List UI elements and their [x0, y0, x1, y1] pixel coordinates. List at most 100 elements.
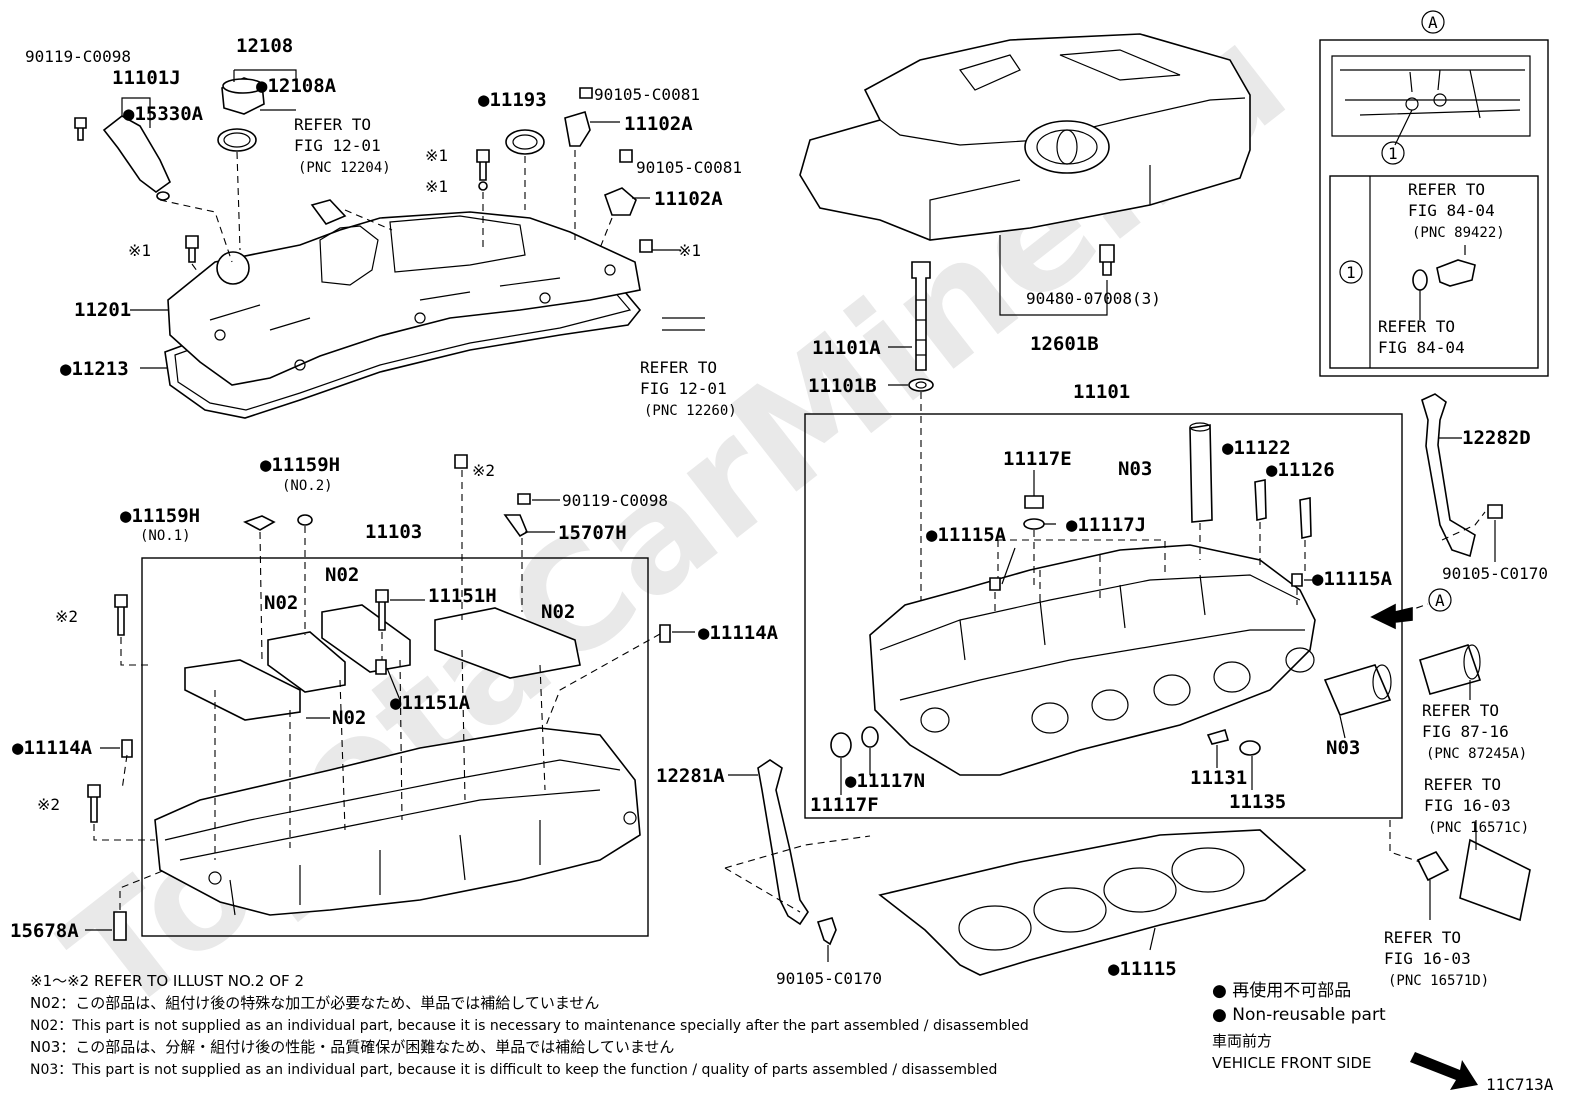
label-no1-tag: (NO.1): [140, 528, 191, 544]
label-11102A-b: 11102A: [654, 188, 723, 210]
reference-labels: REFER TO FIG 12-01 (PNC 12204) REFER TO …: [294, 115, 1529, 989]
ref-fig16-03-a-l3: (PNC 16571C): [1428, 820, 1529, 836]
part-labels: 90119-C0098 11101J ●15330A 12108 ●12108A…: [10, 13, 1554, 1094]
label-12601B: 12601B: [1030, 333, 1099, 355]
label-15678A: 15678A: [10, 920, 79, 942]
label-11103: 11103: [365, 521, 422, 543]
ref-fig84-04-a-l3: (PNC 89422): [1412, 225, 1505, 241]
ref-fig16-03-b-l2: FIG 16-03: [1384, 949, 1471, 968]
label-90119-c0098-top: 90119-C0098: [25, 47, 131, 66]
note-line-3: N02：This part is not supplied as an indi…: [30, 1018, 1029, 1034]
bolt-90105-c0081-a: [579, 87, 593, 99]
label-11114A-l: ●11114A: [12, 737, 93, 759]
legend: ● 再使用不可部品 ● Non-reusable part 車両前方 VEHIC…: [1212, 980, 1386, 1072]
label-90119-c0098-mid: 90119-C0098: [562, 491, 668, 510]
figure-code: 11C713A: [1486, 1075, 1554, 1094]
note-line-4: N03：この部品は、分解・組付け後の性能・品質確保が困難なため、単品では補給して…: [30, 1038, 674, 1056]
gasket-11117J: [1023, 518, 1045, 530]
toyota-emblem: [1024, 120, 1110, 174]
label-90105-c0081-b: 90105-C0081: [636, 158, 742, 177]
label-15330A: ●15330A: [123, 103, 204, 125]
ring-11135: [1239, 740, 1261, 756]
plug-11117F: [830, 732, 852, 758]
label-n03-a: N03: [1118, 458, 1152, 480]
bracket-15707H: [503, 514, 529, 538]
tube-n03-b: [1323, 664, 1392, 716]
oil-control-valve-11101J: [102, 115, 172, 193]
label-11114A-r: ●11114A: [698, 622, 779, 644]
pin-11114A-r: [659, 624, 671, 643]
ref-fig12-01-a-l3: (PNC 12204): [298, 160, 391, 176]
bolt-90119-c0098: [74, 117, 87, 141]
label-n02-d: N02: [332, 707, 366, 729]
ref-fig12-01-a-l2: FIG 12-01: [294, 136, 381, 155]
label-n02-c: N02: [541, 601, 575, 623]
ref-fig87-16-l2: FIG 87-16: [1422, 722, 1509, 741]
label-star1-a: ※1: [425, 146, 448, 165]
washer-11159H-no1: [243, 515, 276, 531]
ref-fig12-01-b-l1: REFER TO: [640, 358, 717, 377]
guide-11126: [1299, 497, 1312, 539]
head-bolt-11101A: [911, 261, 931, 371]
label-11115: ●11115: [1108, 958, 1177, 980]
pin-11115A-l: [989, 577, 1001, 591]
camshaft-housing-11103: [154, 727, 641, 916]
label-star1-d: ※1: [678, 241, 701, 260]
label-11135: 11135: [1229, 791, 1286, 813]
label-no2-tag: (NO.2): [282, 478, 333, 494]
label-11117J: ●11117J: [1066, 514, 1146, 536]
temp-sensor: [1436, 259, 1476, 287]
label-star1-b: ※1: [425, 177, 448, 196]
legend-front-en: VEHICLE FRONT SIDE: [1212, 1054, 1372, 1072]
cam-cap-n02-c: [321, 604, 411, 673]
pin-11114A-l: [121, 739, 133, 758]
label-11126: ●11126: [1266, 459, 1335, 481]
label-n03-b: N03: [1326, 737, 1360, 759]
note-line-5: N03：This part is not supplied as an indi…: [30, 1062, 997, 1078]
engine-cover-group: [799, 33, 1251, 316]
ref-fig84-04-b-l1: REFER TO: [1378, 317, 1455, 336]
bracket-12282D: [1421, 393, 1476, 558]
label-11151H: 11151H: [428, 585, 497, 607]
bracket-12281A: [757, 759, 809, 926]
footnotes: ※1～※2 REFER TO ILLUST NO.2 OF 2 N02：この部品…: [30, 972, 1029, 1078]
ref-fig87-16-l3: (PNC 87245A): [1426, 746, 1527, 762]
label-star2-a: ※2: [472, 461, 495, 480]
label-star1-c: ※1: [128, 241, 151, 260]
ref-fig12-01-a-l1: REFER TO: [294, 115, 371, 134]
label-11117F: 11117F: [810, 794, 879, 816]
o-ring-15330A: [156, 191, 170, 201]
ref-fig12-01-b-l2: FIG 12-01: [640, 379, 727, 398]
label-11131: 11131: [1190, 767, 1247, 789]
plug-15678A: [113, 911, 127, 941]
pin-11115A-r: [1291, 573, 1303, 587]
label-11101J: 11101J: [112, 67, 181, 89]
label-90480: 90480-07008(3): [1026, 289, 1161, 308]
ref-fig84-04-b-l2: FIG 84-04: [1378, 338, 1465, 357]
label-90105-c0170-r: 90105-C0170: [1442, 564, 1548, 583]
marker-a-side: A: [1435, 591, 1445, 610]
legend-nonreusable-en: ● Non-reusable part: [1212, 1005, 1386, 1025]
pin-11151A: [375, 659, 387, 675]
cam-cap-n02-d: [434, 607, 581, 679]
guide-11122: [1254, 479, 1267, 521]
cam-cap-n02-a: [184, 659, 301, 721]
label-12108A: ●12108A: [256, 75, 337, 97]
cam-sensor-11102A-b: [603, 187, 637, 216]
label-11101: 11101: [1073, 381, 1130, 403]
gasket-11117N: [861, 726, 879, 748]
inset-frame-outer: [1319, 39, 1549, 377]
label-11101B: 11101B: [808, 375, 877, 397]
ref-fig16-03-b-l1: REFER TO: [1384, 928, 1461, 947]
cam-cap-n02-b: [267, 631, 346, 693]
marker-a-top: A: [1428, 13, 1438, 32]
label-11193: ●11193: [478, 89, 547, 111]
housing-frame: [141, 557, 649, 937]
label-11159H-no2: ●11159H: [260, 454, 340, 476]
cylinder-head-group: [724, 261, 1531, 976]
label-star2-c: ※2: [37, 795, 60, 814]
label-11101A: 11101A: [812, 337, 881, 359]
plug-11117E: [1024, 495, 1044, 509]
label-15707H: 15707H: [558, 522, 627, 544]
